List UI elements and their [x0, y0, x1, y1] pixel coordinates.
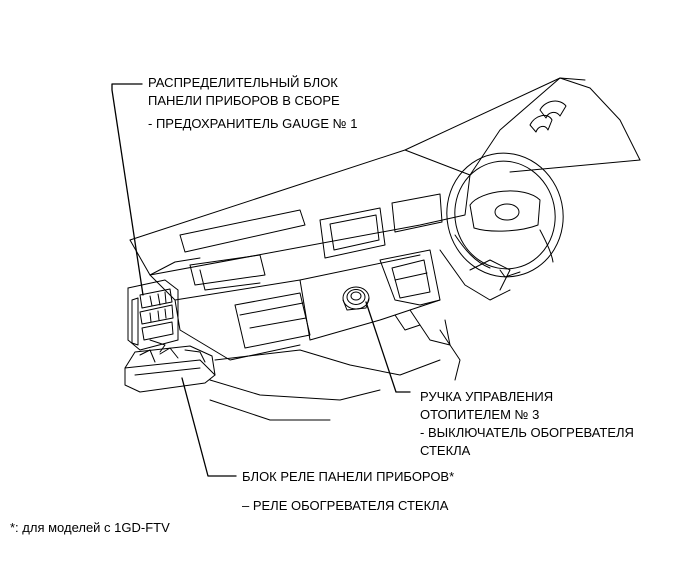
junction-block-label-sub: - ПРЕДОХРАНИТЕЛЬ GAUGE № 1	[148, 116, 358, 131]
leader-relay-block	[181, 377, 237, 477]
footnote: *: для моделей с 1GD-FTV	[10, 520, 170, 535]
dashboard-top	[129, 174, 471, 276]
grab-handle	[529, 100, 567, 133]
relay-block-label-line1: БЛОК РЕЛЕ ПАНЕЛИ ПРИБОРОВ*	[242, 469, 455, 484]
junction-block-label-line1: РАСПРЕДЕЛИТЕЛЬНЫЙ БЛОК	[148, 75, 338, 90]
dashboard-lower	[149, 249, 441, 361]
heater-knob-label-line2: ОТОПИТЕЛЕМ № 3	[420, 407, 540, 422]
steering-wheel	[446, 152, 564, 278]
heater-control-knob	[342, 286, 370, 311]
leader-lines	[111, 83, 411, 477]
under-dash-area	[209, 329, 461, 421]
leader-junction-block	[111, 83, 144, 296]
leader-heater-knob	[365, 301, 411, 393]
junction-block	[127, 279, 179, 351]
heater-knob-label-line1: РУЧКА УПРАВЛЕНИЯ	[420, 389, 554, 404]
relay-block-label-sub: – РЕЛЕ ОБОГРЕВАТЕЛЯ СТЕКЛА	[242, 498, 449, 513]
relay-block	[124, 339, 216, 393]
steering-column	[394, 249, 511, 346]
heater-knob-label-line4: СТЕКЛА	[420, 443, 471, 458]
heater-knob-label-line3: - ВЫКЛЮЧАТЕЛЬ ОБОГРЕВАТЕЛЯ	[420, 425, 634, 440]
junction-block-label-line2: ПАНЕЛИ ПРИБОРОВ В СБОРЕ	[148, 93, 340, 108]
